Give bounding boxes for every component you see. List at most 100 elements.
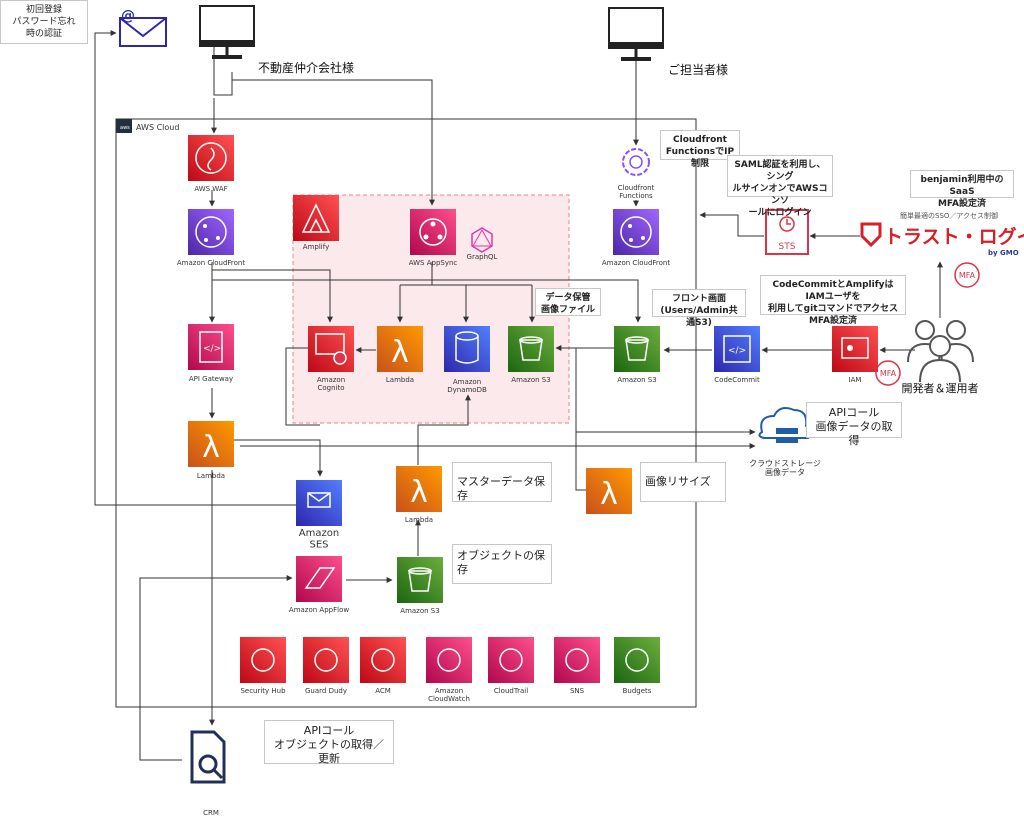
svg-text:λ: λ [410, 475, 428, 510]
waf-icon [188, 135, 234, 181]
cloudfront-left-icon [188, 209, 234, 255]
realtor-monitor [199, 5, 255, 59]
monitoring-label-line: Security Hub [240, 687, 286, 695]
s3-inner-icon [508, 326, 554, 372]
monitoring-sns-icon [554, 637, 600, 683]
cloud-storage-icon [758, 407, 812, 443]
amplify-icon [293, 195, 339, 241]
sts-icon [765, 209, 809, 255]
email-icon: @ [119, 8, 167, 47]
monitoring-label: ACM [375, 687, 391, 695]
monitoring-label: Security Hub [240, 687, 286, 695]
iam-label: IAM [849, 376, 862, 384]
lambda-mid-label: Lambda [386, 376, 414, 384]
sts-label: STS [779, 242, 796, 252]
s3-front-label: Amazon S3 [617, 376, 656, 384]
cloudfront-right-icon [613, 209, 659, 255]
aws-cloud-logo [116, 119, 132, 133]
monitoring-label-line: Budgets [623, 687, 652, 695]
lambda-left-label: Lambda [197, 472, 225, 480]
cloudfront-left-label: Amazon CloudFront [177, 259, 245, 267]
api-object-note: APIコール オブジェクトの取得／更新 [264, 720, 394, 765]
master-save-note: マスターデータ保存 [452, 462, 552, 502]
monitoring-amazon-cloudwatch-icon [426, 637, 472, 683]
monitoring-label-line: CloudWatch [428, 695, 470, 703]
monitoring-glyph [437, 648, 461, 672]
trust-logo-text: トラスト・ログイン [884, 225, 1024, 248]
trust-tagline: 簡単最適のSSO／アクセス制御 [900, 211, 998, 220]
svg-text:@: @ [121, 8, 135, 24]
developers-label: 開発者＆運用者 [902, 381, 979, 395]
initial-auth-note: 初回登録 パスワード忘れ 時の認証 [0, 0, 88, 44]
monitoring-label-line: Amazon [435, 687, 463, 695]
svg-text:</>: </> [203, 344, 221, 354]
monitoring-security-hub-icon [240, 637, 286, 683]
mfa-label-top: MFA [959, 271, 976, 280]
mfa-badge-top [954, 262, 980, 288]
appsync-label: AWS AppSync [409, 259, 458, 267]
monitoring-acm-icon [360, 637, 406, 683]
monitoring-glyph [499, 648, 523, 672]
labels-cf_functions-line: Functions [619, 192, 653, 200]
s3-front-icon [614, 326, 660, 372]
dynamodb-icon [444, 326, 490, 372]
monitoring-label-line: ACM [375, 687, 391, 695]
codecommit-icon: </> [714, 326, 760, 372]
lambda-resize-icon: λ [586, 468, 632, 514]
monitoring-cloudtrail-icon [488, 637, 534, 683]
object-save-note: オブジェクトの保存 [452, 544, 552, 584]
s3-bottom-label: Amazon S3 [400, 607, 439, 615]
labels-cloud_storage-line: 画像データ [765, 467, 805, 477]
graphql-icon [471, 227, 493, 253]
monitoring-guard-dudy-icon [303, 637, 349, 683]
monitoring-label: CloudTrail [494, 687, 528, 695]
cognito-icon [308, 326, 354, 372]
monitoring-label-line: Guard Dudy [305, 687, 347, 695]
s3-bottom-icon [397, 557, 443, 603]
cf-ip-note: Cloudfront FunctionsでIP制限 [660, 130, 740, 169]
aws-cloud-label: AWS Cloud [136, 123, 179, 132]
monitoring-label: Budgets [623, 687, 652, 695]
codecommit-note: CodeCommitとAmplifyはIAMユーザを 利用してgitコマンドでア… [760, 275, 906, 326]
cf-functions-icon [622, 148, 650, 176]
appflow-label: Amazon AppFlow [289, 606, 349, 614]
monitoring-glyph [251, 648, 275, 672]
svg-text:λ: λ [202, 430, 220, 465]
amplify-label: Amplify [303, 243, 329, 251]
monitoring-label-line: SNS [570, 687, 585, 695]
front-screen-note: フロント画面 (Users/Admin共通S3) [652, 289, 746, 328]
image-resize-note: 画像リサイズ [640, 462, 726, 502]
waf-label: AWS WAF [194, 185, 227, 193]
svg-text:aws: aws [120, 125, 130, 131]
cloudfront-right-label: Amazon CloudFront [602, 259, 670, 267]
svg-text:λ: λ [391, 335, 409, 370]
saml-note: SAML認証を利用し、シング ルサインオンでAWSコンソ ールにログイン [727, 155, 833, 218]
connections [94, 30, 943, 761]
labels-ses-line: SES [309, 540, 328, 551]
graphql-label: GraphQL [467, 253, 498, 261]
crm-icon [190, 730, 226, 784]
api-gateway-label: API Gateway [189, 375, 233, 383]
monitoring-glyph [371, 648, 395, 672]
lambda-master-icon: λ [396, 466, 442, 512]
monitoring-label-line: CloudTrail [494, 687, 528, 695]
labels-cognito-line: Cognito [317, 384, 344, 392]
api-gateway-icon: </> [188, 324, 234, 370]
realtor-label: 不動産仲介会社様 [258, 60, 354, 75]
monitoring-glyph [314, 648, 338, 672]
data-store-note: データ保管 画像ファイル [535, 288, 601, 316]
lambda-master-label: Lambda [405, 516, 433, 524]
staff-monitor [608, 7, 664, 61]
aws-cloud-boundary [115, 118, 697, 708]
crm-label: CRM [203, 809, 219, 817]
lambda-left-icon: λ [188, 421, 234, 467]
monitoring-label: SNS [570, 687, 585, 695]
cloud-storage-label: クラウドストレージ画像データ [749, 459, 821, 477]
mfa-label-iam: MFA [880, 369, 897, 378]
